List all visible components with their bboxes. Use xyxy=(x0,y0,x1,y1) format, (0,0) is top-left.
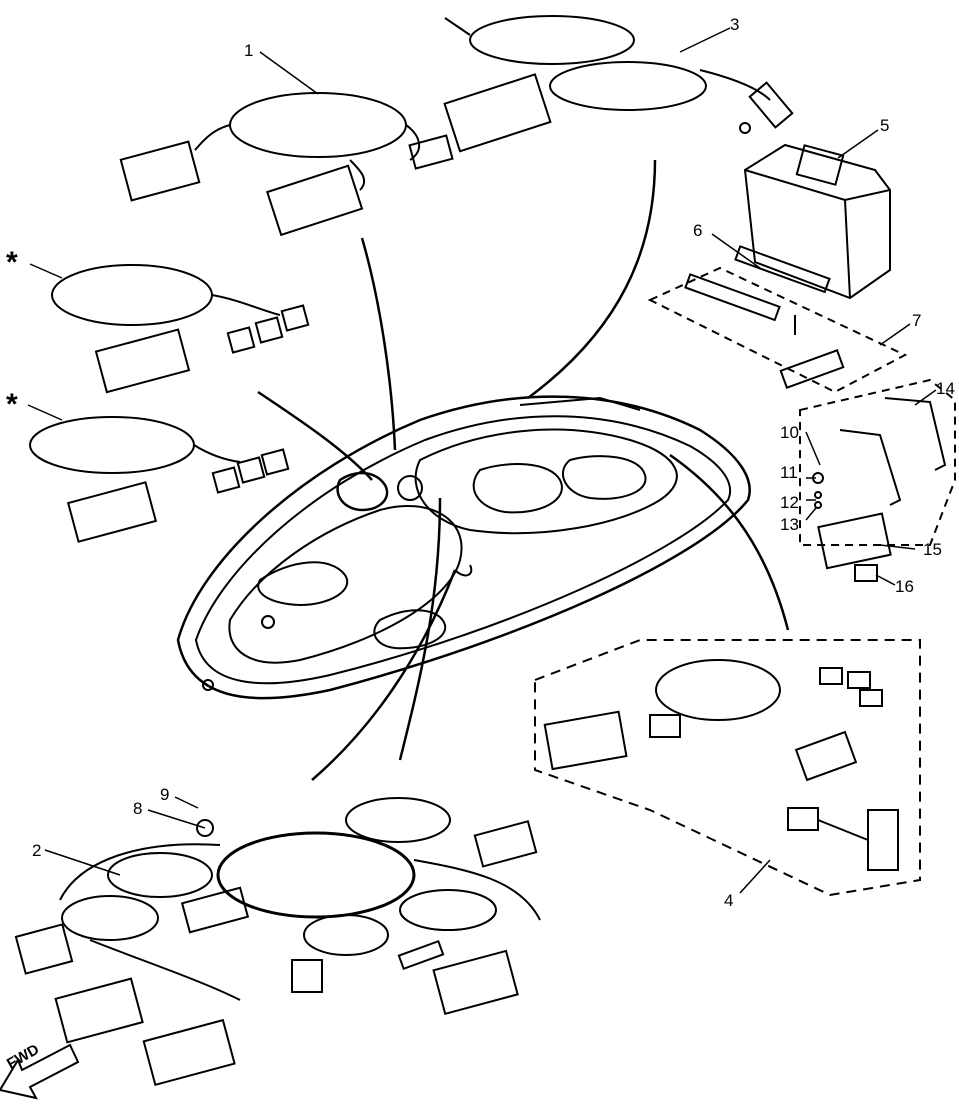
battery xyxy=(743,143,891,300)
harness-2 xyxy=(14,797,541,1087)
routing-arrows xyxy=(257,159,790,781)
boat-hull xyxy=(176,395,751,700)
harness-1 xyxy=(119,92,454,237)
callout-7: 7 xyxy=(912,311,922,330)
callout-14: 14 xyxy=(936,379,955,398)
callout-3: 3 xyxy=(730,15,740,34)
fwd-arrow-icon xyxy=(0,1043,80,1100)
callout-5: 5 xyxy=(880,116,890,135)
harness-star-lower xyxy=(29,416,290,543)
callout-12: 12 xyxy=(780,493,799,512)
harness-star-upper xyxy=(51,264,310,394)
callout-9: 9 xyxy=(160,785,170,804)
callout-4: 4 xyxy=(724,891,734,910)
callout-6: 6 xyxy=(693,221,703,240)
callout-1: 1 xyxy=(244,41,254,60)
battery-bracket-set xyxy=(647,245,908,394)
leader-lines xyxy=(27,27,937,894)
callout-star-lower: * xyxy=(6,388,18,421)
callout-15: 15 xyxy=(923,540,942,559)
callout-11: 11 xyxy=(780,463,798,482)
harness-4 xyxy=(534,639,921,897)
callout-8: 8 xyxy=(133,799,143,818)
callout-star-upper: * xyxy=(6,246,18,279)
callout-10: 10 xyxy=(780,423,799,442)
harness-3 xyxy=(443,15,794,153)
callout-13: 13 xyxy=(780,515,799,534)
fuse-box-group xyxy=(799,378,956,582)
callout-16: 16 xyxy=(895,577,914,596)
callout-2: 2 xyxy=(32,841,42,860)
